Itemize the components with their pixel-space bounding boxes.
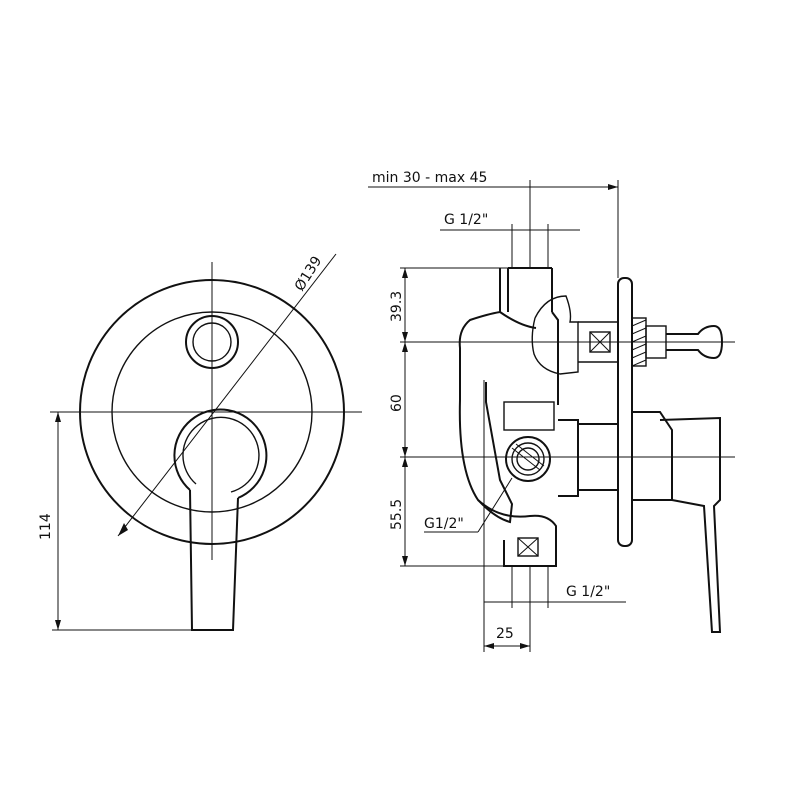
arrow-f xyxy=(402,556,408,566)
lever-handle-side xyxy=(659,416,722,633)
side-outlet-port-core xyxy=(516,447,540,471)
top-inlet-label: G 1/2" xyxy=(444,212,488,228)
arrow-d xyxy=(402,447,408,457)
lever-base-inner xyxy=(182,416,260,493)
valve-body-lower-section xyxy=(477,499,557,567)
mixer-cartridge-side xyxy=(558,419,618,497)
dim-middle-label: 60 xyxy=(389,394,405,412)
side-outlet-hatch-1 xyxy=(511,447,541,471)
dim-upper-label: 39.3 xyxy=(389,291,405,322)
bottom-width-label: 25 xyxy=(496,626,514,642)
diameter-dimension-line xyxy=(117,253,337,537)
height-label: 114 xyxy=(38,513,54,540)
lower-cartridge-box xyxy=(503,401,555,431)
diameter-arrow xyxy=(118,523,128,536)
depth-range-label: min 30 - max 45 xyxy=(372,170,487,186)
upper-valve-marker xyxy=(589,331,611,353)
lever-base-side xyxy=(632,411,673,501)
bottom-width-arrow-left xyxy=(484,643,494,649)
side-outlet-hatch-2 xyxy=(515,443,545,467)
diverter-pull-knob xyxy=(666,324,724,360)
side-outlet-label: G1/2" xyxy=(424,516,464,532)
arrow-e xyxy=(402,457,408,467)
depth-dim-arrow xyxy=(608,184,618,190)
lever-handle xyxy=(189,489,239,631)
bottom-width-arrow-right xyxy=(520,643,530,649)
side-outlet-port-inner xyxy=(511,442,545,476)
side-view: min 30 - max 45 G 1/2" 39.3 60 55.5 xyxy=(368,170,735,652)
arrow-b xyxy=(402,332,408,342)
height-dim-arrow-bottom xyxy=(55,620,61,630)
bottom-outlet-label: G 1/2" xyxy=(566,584,610,600)
arrow-c xyxy=(402,342,408,352)
diverter-collar xyxy=(645,325,667,359)
bottom-marker-x2 xyxy=(517,537,539,557)
top-inlet-pipe xyxy=(507,267,553,312)
wall-cover-plate xyxy=(617,277,633,547)
upper-marker-x2 xyxy=(589,331,611,353)
bottom-outlet-marker xyxy=(517,537,539,557)
front-view: Ø139 114 xyxy=(38,253,362,631)
dim-lower-label: 55.5 xyxy=(389,499,405,530)
side-outlet-port xyxy=(505,436,551,482)
arrow-a xyxy=(402,268,408,278)
lever-base xyxy=(173,408,268,499)
knurl-hatch xyxy=(631,319,647,367)
height-dim-arrow-top xyxy=(55,412,61,422)
valve-body-upper-bulge xyxy=(531,295,579,375)
